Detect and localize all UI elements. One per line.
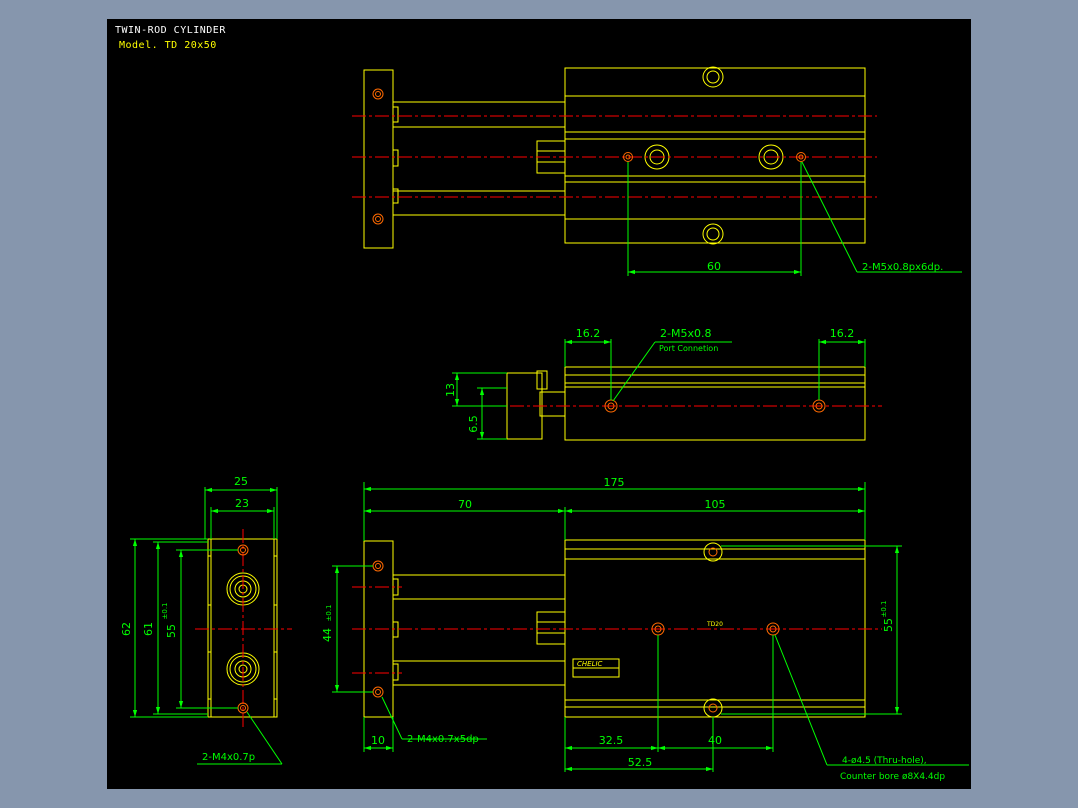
dim-62: 62 [120,622,133,636]
callout-thru: 4-ø4.5 (Thru-hole), [842,756,927,766]
callout-m4-end: 2-M4x0.7p [202,752,255,763]
dim-23: 23 [235,497,249,510]
dim-55-end: 55 [165,624,178,638]
dim-32-5: 32.5 [599,734,624,747]
drawing-canvas: TWIN-ROD CYLINDER Model. TD 20x50 [107,19,971,789]
port-sub: Port Connetion [659,344,718,353]
end-view [207,538,278,718]
dim-16-2-left: 16.2 [576,327,601,340]
dim-105: 105 [705,498,726,511]
front-nut [536,611,566,645]
body-label: TD20 [706,621,723,628]
dim-13: 13 [444,383,457,397]
tol-44: ±0.1 [325,605,333,622]
callout-m4-front: 2-M4x0.7x5dp [407,734,479,745]
dim-52-5: 52.5 [628,756,653,769]
port-label: 2-M5x0.8 [660,327,711,340]
dim-10: 10 [371,734,385,747]
tol-55-end: ±0.1 [161,603,169,620]
top-body [564,67,866,244]
tol-55-front: ±0.1 [880,601,888,618]
dim-61: 61 [142,622,155,636]
dim-16-2-right: 16.2 [830,327,855,340]
nameplate-text: CHELIC [577,660,603,668]
cad-drawing: 60 2-M5x0.8px6dp. [120,66,969,782]
side-body [564,366,866,441]
dim-55-front: 55 [882,618,895,632]
side-view [506,366,866,441]
top-holes [372,88,806,225]
top-view [363,66,866,249]
dim-175: 175 [604,476,625,489]
dim-25: 25 [234,475,248,488]
callout-tap: 2-M5x0.8px6dp. [862,262,943,273]
dim-70: 70 [458,498,472,511]
drawing-title: TWIN-ROD CYLINDER [115,25,226,36]
model-label: Model. TD 20x50 [119,40,217,51]
dim-40: 40 [708,734,722,747]
callout-cbore: Counter bore ø8X4.4dp [840,772,945,782]
dim-60: 60 [707,260,721,273]
dim-44: 44 [321,628,334,642]
dim-6-5: 6.5 [467,415,480,433]
